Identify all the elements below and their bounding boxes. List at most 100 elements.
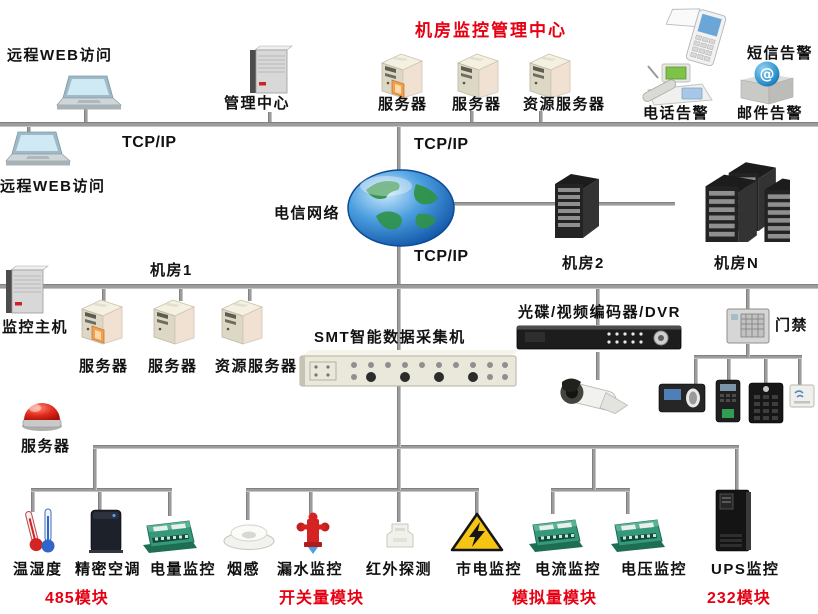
label-r1-server-1: 服务器 (79, 358, 129, 375)
dvr-icon (515, 321, 683, 353)
label-room1: 机房1 (150, 262, 193, 279)
drop-server3 (539, 111, 543, 122)
drop-mains (475, 492, 479, 515)
label-roomN: 机房N (714, 255, 760, 272)
label-monitor-host: 监控主机 (2, 319, 69, 336)
terminal-module-icon (140, 514, 198, 554)
smoke-detector-icon (222, 518, 276, 550)
label-sms-alarm: 短信告警 (747, 45, 814, 62)
label-module-232: 232模块 (707, 590, 771, 607)
drop-acc2 (727, 359, 731, 382)
label-module-analog: 模拟量模块 (512, 590, 598, 607)
label-device-precision-ac: 精密空调 (75, 561, 142, 578)
server-cube-icon (522, 50, 576, 100)
access-terminal-icon (714, 379, 742, 423)
label-mgmt-center: 管理中心 (224, 95, 291, 112)
drop-access (746, 289, 750, 311)
drop-acc3 (764, 359, 768, 385)
label-device-mains-monitor: 市电监控 (456, 561, 523, 578)
label-dvr: 光碟/视频编码器/DVR (518, 304, 682, 321)
drop-access2 (746, 344, 750, 357)
label-device-leak-monitor: 漏水监控 (277, 561, 344, 578)
drop-infrared (397, 492, 401, 522)
drop-camera (596, 352, 600, 380)
monitor-host-icon (1, 264, 53, 316)
label-top-server-2: 服务器 (452, 96, 502, 113)
server-cube-icon (374, 50, 428, 100)
telephone-icon (640, 58, 716, 106)
label-module-switch: 开关量模块 (279, 590, 365, 607)
drop-ups (735, 449, 739, 492)
server-cube-icon (74, 296, 128, 346)
label-phone-alarm: 电话告警 (643, 105, 710, 122)
thermometer-icon (22, 508, 56, 554)
fingerprint-reader-icon (658, 382, 706, 414)
label-r1-resource-server: 资源服务器 (215, 358, 298, 375)
label-top-server-1: 服务器 (378, 96, 428, 113)
drop-r1s2 (179, 289, 183, 301)
sub-bus-switch (246, 488, 479, 492)
bus-middle (0, 284, 818, 289)
camera-icon (546, 376, 632, 422)
drop-acc4 (798, 359, 802, 385)
globe-icon (346, 168, 456, 248)
label-remote-web-2: 远程WEB访问 (0, 178, 106, 195)
laptop-icon (55, 74, 123, 116)
label-device-voltage-monitor: 电压监控 (621, 561, 688, 578)
sub-bus-485 (31, 488, 172, 492)
tower-pc-icon (245, 45, 297, 95)
drop-leak (309, 492, 313, 514)
server-cube-icon (214, 296, 268, 346)
drop-r1s3 (248, 289, 252, 301)
infrared-detector-icon (384, 520, 416, 550)
label-device-infrared: 红外探测 (366, 561, 433, 578)
drop-thermo (31, 492, 35, 512)
label-device-current-monitor: 电流监控 (535, 561, 602, 578)
label-device-smoke: 烟感 (227, 561, 261, 578)
label-tcpip-2: TCP/IP (414, 136, 469, 153)
keypad-icon (747, 382, 785, 424)
access-controller-icon (724, 306, 772, 346)
label-alarm-server: 服务器 (21, 438, 71, 455)
laptop-icon (4, 130, 72, 172)
sub-bus-analog (551, 488, 630, 492)
server-rack-cluster-icon (670, 158, 790, 242)
drop-power-meter (168, 492, 172, 516)
drop-r1s1 (102, 289, 106, 301)
drop-smoke (246, 492, 250, 520)
card-reader-icon (788, 383, 816, 409)
page-title: 机房监控管理中心 (415, 21, 567, 40)
terminal-module-icon (608, 513, 666, 553)
label-room2: 机房2 (562, 255, 605, 272)
label-mail-alarm: 邮件告警 (737, 105, 804, 122)
server-cube-icon (450, 50, 504, 100)
label-tcpip-1: TCP/IP (122, 134, 177, 151)
drop-grp485 (93, 449, 97, 490)
email-icon (736, 60, 798, 106)
label-smt-collector: SMT智能数据采集机 (314, 329, 466, 346)
air-conditioner-icon (87, 508, 125, 554)
label-tcpip-3: TCP/IP (414, 248, 469, 265)
bus-bottom (93, 445, 739, 449)
drop-current (551, 492, 555, 514)
label-remote-web-1: 远程WEB访问 (7, 47, 113, 64)
data-collector-icon (298, 348, 520, 392)
bus-top (0, 122, 818, 127)
label-device-ups-monitor: UPS监控 (711, 561, 780, 578)
server-rack-icon (547, 170, 605, 242)
alarm-beacon-icon (19, 394, 65, 432)
drop-laptop1 (84, 108, 88, 122)
drop-voltage (626, 492, 630, 514)
server-cube-icon (146, 296, 200, 346)
drop-acc1 (694, 359, 698, 385)
drop-dvr (596, 289, 600, 325)
drop-mgmt (268, 112, 272, 122)
label-top-resource-server: 资源服务器 (523, 96, 606, 113)
drop-server2 (470, 111, 474, 122)
drop-grp-analog (592, 449, 596, 490)
ups-icon (713, 488, 755, 554)
label-device-temp-humidity: 温湿度 (13, 561, 63, 578)
label-device-power-monitor: 电量监控 (150, 561, 217, 578)
trunk-to-sub2 (397, 449, 401, 490)
